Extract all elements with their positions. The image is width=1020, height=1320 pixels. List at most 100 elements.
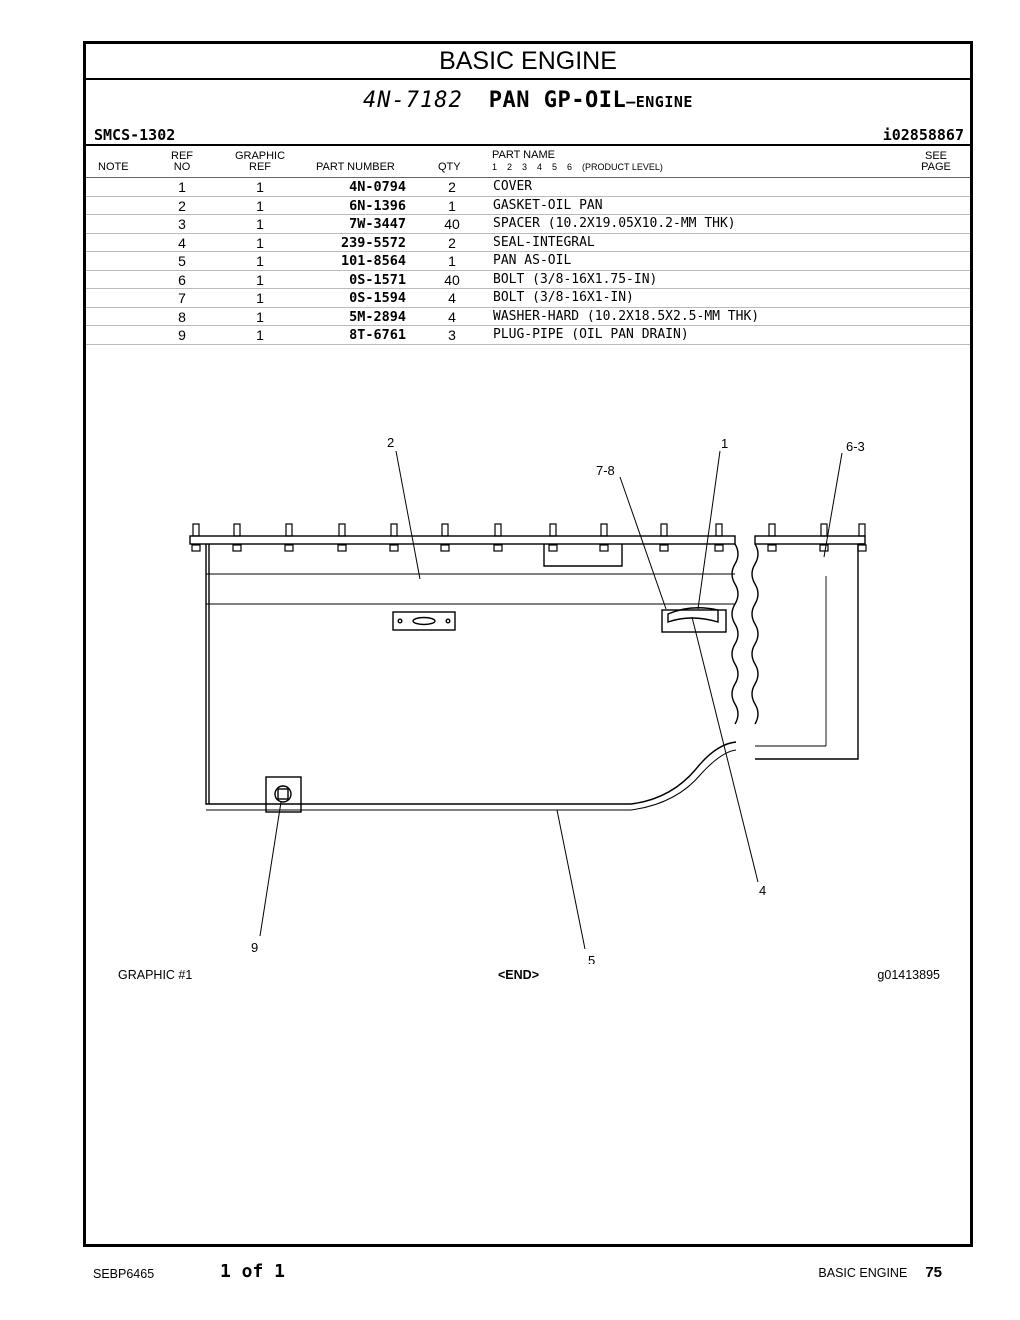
graphic-ref: 1 — [256, 327, 264, 343]
group-suffix: —ENGINE — [626, 93, 693, 111]
callout-4: 4 — [759, 883, 766, 898]
ref-no: 3 — [178, 216, 186, 232]
part-row: 4 1 239-5572 2 SEAL-INTEGRAL — [86, 234, 970, 252]
pan-body-outline — [205, 544, 737, 805]
bolt-icon — [389, 523, 399, 552]
leader-6-3 — [823, 452, 843, 558]
graphic-ref: 1 — [256, 308, 264, 325]
info-id: i02858867 — [882, 126, 964, 144]
col-part-name: PART NAME — [492, 149, 555, 161]
quantity: 2 — [448, 234, 456, 251]
graphic-id: g01413895 — [877, 968, 940, 982]
col-see-page: SEE PAGE — [916, 151, 956, 173]
ref-no: 9 — [178, 327, 186, 343]
quantity: 1 — [448, 253, 456, 269]
bolt-icon — [191, 523, 201, 552]
part-name: SPACER (10.2X19.05X10.2-MM THK) — [493, 216, 736, 231]
part-name: BOLT (3/8-16X1-IN) — [493, 290, 634, 305]
drain-plug-boss — [265, 776, 302, 813]
ref-no: 4 — [178, 234, 186, 251]
callout-9: 9 — [251, 940, 258, 955]
break-line-right — [751, 543, 759, 725]
col-ref-no-1: REF — [171, 150, 193, 162]
pan-flange — [189, 535, 736, 545]
bolt-icon — [284, 523, 294, 552]
drain-plug-square — [277, 788, 289, 800]
part-number: 0S-1594 — [349, 290, 406, 306]
access-plate — [392, 611, 456, 631]
col-qty: QTY — [438, 161, 461, 173]
callout-2: 2 — [387, 435, 394, 450]
graphic-ref: 1 — [256, 271, 264, 288]
bolt-row — [191, 523, 867, 552]
leader-2 — [395, 450, 421, 580]
col-part-number: PART NUMBER — [316, 161, 395, 173]
part-number: 7W-3447 — [349, 216, 406, 232]
ref-no: 7 — [178, 290, 186, 306]
pan-bottom — [206, 749, 737, 811]
seal-integral — [667, 607, 719, 623]
graphic-label: GRAPHIC #1 — [118, 968, 193, 982]
leader-5 — [556, 809, 586, 950]
break-line-left — [731, 543, 739, 725]
leader-4 — [691, 616, 759, 883]
graphic-ref: 1 — [256, 216, 264, 232]
smcs-code: SMCS-1302 — [94, 126, 176, 144]
quantity: 4 — [448, 308, 456, 325]
divider — [86, 144, 970, 146]
document-number: SEBP6465 — [93, 1267, 155, 1281]
bolt-icon — [440, 523, 450, 552]
part-name: PLUG-PIPE (OIL PAN DRAIN) — [493, 327, 689, 342]
leader-1 — [697, 450, 721, 610]
part-name: SEAL-INTEGRAL — [493, 234, 595, 250]
leader-9 — [259, 801, 282, 937]
graphic-ref: 1 — [256, 290, 264, 306]
pan-flange-right — [754, 535, 866, 545]
drain-plug — [274, 785, 292, 803]
part-number: 101-8564 — [340, 253, 406, 269]
graphic-ref: 1 — [256, 179, 264, 195]
col-see-page-1: SEE — [924, 150, 947, 162]
quantity: 3 — [448, 327, 456, 343]
col-note: NOTE — [98, 161, 129, 173]
part-number: 6N-1396 — [349, 197, 406, 214]
plate-slot — [412, 616, 436, 626]
bolt-icon — [337, 523, 347, 552]
section-header: BASIC ENGINE — [86, 44, 970, 80]
col-see-page-2: PAGE — [921, 161, 951, 173]
part-name: GASKET-OIL PAN — [493, 197, 603, 213]
footer-section-name: BASIC ENGINE — [818, 1266, 908, 1280]
part-number: 239-5572 — [340, 234, 406, 251]
right-section — [755, 544, 859, 760]
col-product-level: 1 2 3 4 5 6 (PRODUCT LEVEL) — [492, 162, 663, 172]
plate-hole — [397, 618, 403, 624]
callout-6-3: 6-3 — [846, 439, 865, 454]
header-divider — [86, 177, 970, 178]
leader-7-8 — [619, 476, 667, 610]
part-number: 0S-1571 — [349, 271, 406, 288]
ref-no: 1 — [178, 179, 186, 195]
part-name: BOLT (3/8-16X1.75-IN) — [493, 271, 658, 287]
bolt-icon — [714, 523, 724, 552]
bolt-icon — [819, 523, 829, 552]
quantity: 2 — [448, 179, 456, 195]
part-number: 4N-0794 — [349, 179, 406, 195]
bolt-icon — [493, 523, 503, 552]
bolt-icon — [599, 523, 609, 552]
quantity: 4 — [448, 290, 456, 306]
graphic-ref: 1 — [256, 253, 264, 269]
graphic-ref: 1 — [256, 234, 264, 251]
part-number: 5M-2894 — [349, 308, 406, 325]
group-part-number: 4N-7182 — [363, 88, 463, 113]
ref-no: 6 — [178, 271, 186, 288]
bolt-icon — [548, 523, 558, 552]
ref-no: 2 — [178, 197, 186, 214]
